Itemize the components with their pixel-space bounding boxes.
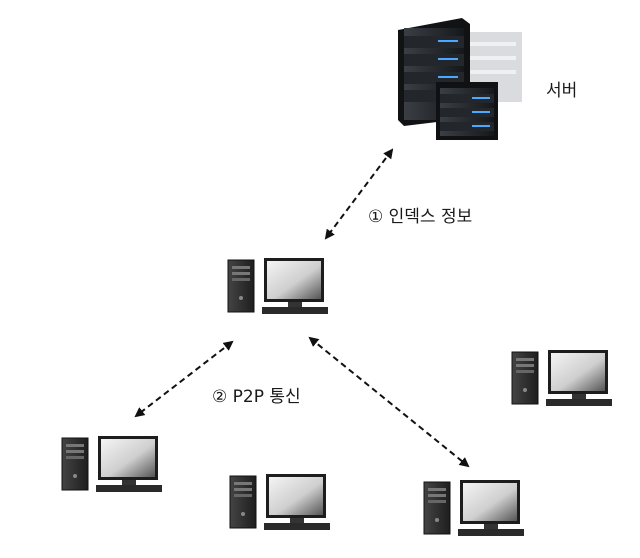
desktop-computer-icon — [511, 349, 613, 407]
desktop-computer-icon — [61, 435, 163, 493]
index-info-label: ① 인덱스 정보 — [368, 207, 473, 227]
server-rack-icon — [398, 18, 522, 140]
desktop-computer-icon — [229, 473, 331, 531]
connection-central-bottomleft — [134, 340, 234, 418]
p2p-communication-label: ② P2P 통신 — [212, 387, 301, 407]
connection-server-central — [324, 148, 394, 240]
server-label: 서버 — [546, 81, 578, 101]
desktop-computer-icon — [423, 479, 525, 537]
connection-central-bottomright — [308, 336, 470, 468]
desktop-computer-icon — [227, 257, 329, 315]
